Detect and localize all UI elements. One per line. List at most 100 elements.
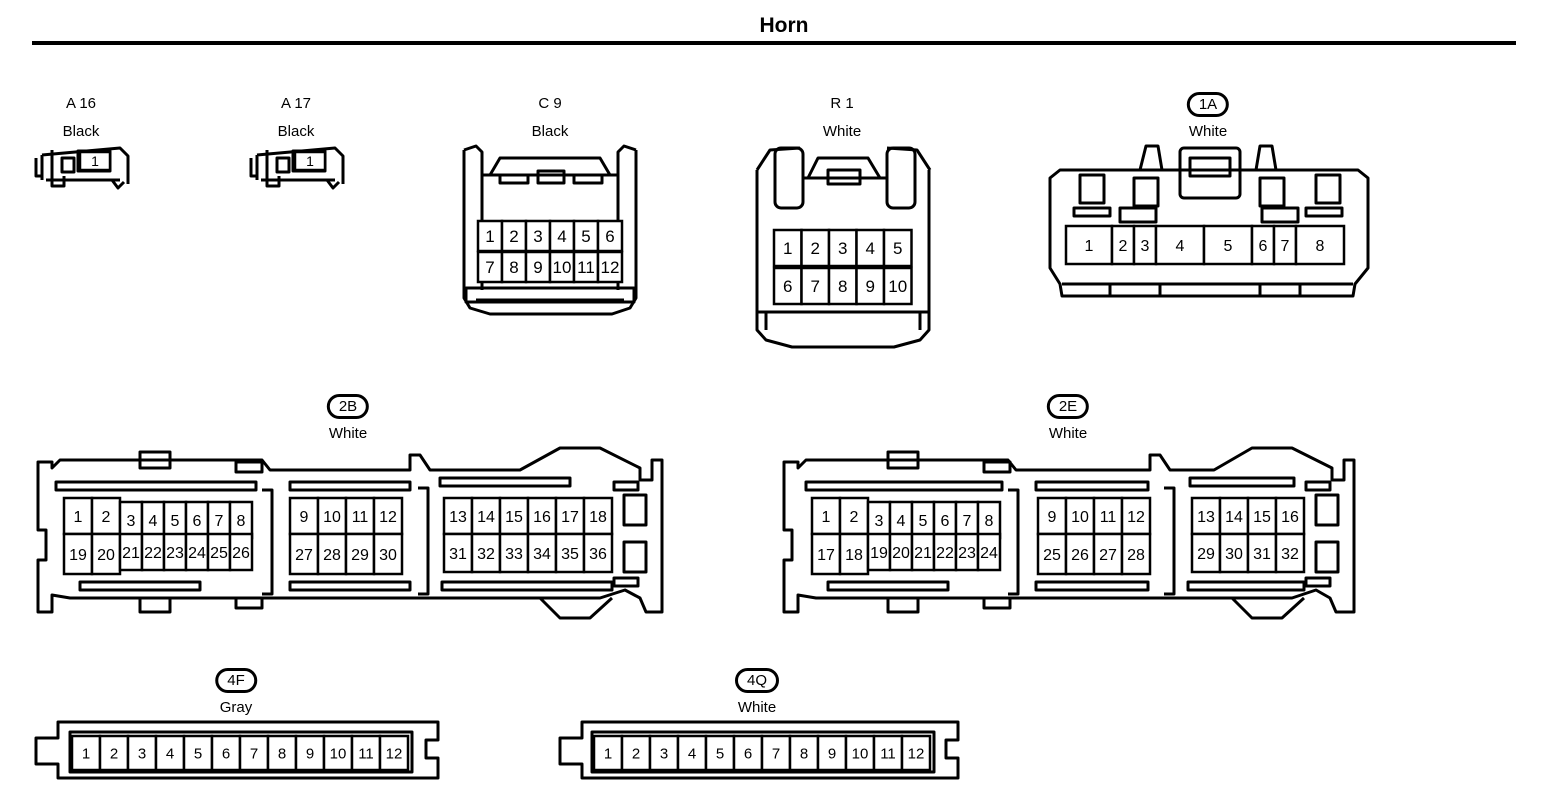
svg-text:14: 14 <box>1225 509 1243 526</box>
svg-text:5: 5 <box>893 239 902 258</box>
svg-text:20: 20 <box>892 545 910 562</box>
pin-j2b-10: 10 <box>316 496 348 536</box>
svg-text:8: 8 <box>838 277 847 296</box>
pin-j2b-26: 26 <box>228 532 254 572</box>
svg-text:4: 4 <box>166 745 174 762</box>
diagram-title: Horn <box>759 14 809 37</box>
svg-text:22: 22 <box>936 545 954 562</box>
svg-text:1: 1 <box>91 153 99 169</box>
pin-r1-9: 9 <box>855 266 886 306</box>
svg-text:16: 16 <box>533 509 551 526</box>
pin-j2e-19: 19 <box>866 532 892 572</box>
svg-text:13: 13 <box>1197 509 1215 526</box>
svg-text:22: 22 <box>144 545 162 562</box>
pin-j2b-2: 2 <box>90 496 122 536</box>
connector-2e-code: 2E <box>1046 394 1090 419</box>
pin-j2e-12: 12 <box>1120 496 1152 536</box>
svg-text:4: 4 <box>688 745 696 762</box>
svg-text:3: 3 <box>875 513 884 530</box>
pin-j4f-4: 4 <box>154 734 186 772</box>
pin-j2b-33: 33 <box>498 532 530 574</box>
pin-j2b-13: 13 <box>442 496 474 536</box>
svg-text:9: 9 <box>300 509 309 526</box>
pin-j1a-5: 5 <box>1202 224 1254 266</box>
pin-j2b-12: 12 <box>372 496 404 536</box>
pin-j2b-20: 20 <box>90 532 122 576</box>
svg-text:2: 2 <box>850 509 859 526</box>
svg-text:13: 13 <box>449 509 467 526</box>
svg-text:6: 6 <box>193 513 202 530</box>
pin-j2e-4: 4 <box>888 500 914 540</box>
pin-j1a-2: 2 <box>1110 224 1136 266</box>
svg-text:1: 1 <box>306 153 314 169</box>
pin-r1-7: 7 <box>800 266 831 306</box>
pin-j2b-32: 32 <box>470 532 502 574</box>
svg-text:24: 24 <box>188 545 206 562</box>
svg-text:6: 6 <box>744 745 752 762</box>
pin-j2e-3: 3 <box>866 500 892 540</box>
svg-text:5: 5 <box>581 227 590 246</box>
svg-text:29: 29 <box>351 547 369 564</box>
svg-text:21: 21 <box>914 545 932 562</box>
pin-j4q-1: 1 <box>592 734 624 772</box>
pin-j4f-12: 12 <box>378 734 410 772</box>
pin-j4q-10: 10 <box>844 734 876 772</box>
pin-j2e-29: 29 <box>1190 532 1222 574</box>
svg-text:29: 29 <box>1197 546 1215 563</box>
svg-text:2: 2 <box>1119 238 1128 255</box>
connector-1a-code: 1A <box>1186 92 1230 117</box>
pin-j2b-16: 16 <box>526 496 558 536</box>
svg-text:9: 9 <box>866 277 875 296</box>
pin-j4f-2: 2 <box>98 734 130 772</box>
pin-j2b-7: 7 <box>206 500 232 540</box>
svg-text:27: 27 <box>295 547 313 564</box>
svg-text:2: 2 <box>811 239 820 258</box>
svg-text:10: 10 <box>888 277 907 296</box>
svg-text:30: 30 <box>379 547 397 564</box>
connector-2b-body <box>36 446 664 620</box>
pin-j2b-8: 8 <box>228 500 254 540</box>
pin-j2e-14: 14 <box>1218 496 1250 536</box>
svg-text:12: 12 <box>601 258 620 277</box>
svg-text:2: 2 <box>509 227 518 246</box>
pin-j4q-2: 2 <box>620 734 652 772</box>
pin-j2e-18: 18 <box>838 532 870 576</box>
svg-text:3: 3 <box>660 745 668 762</box>
pin-j1a-6: 6 <box>1250 224 1276 266</box>
pin-r1-2: 2 <box>800 228 831 268</box>
svg-text:6: 6 <box>783 277 792 296</box>
pin-j2e-17: 17 <box>810 532 842 576</box>
svg-text:4: 4 <box>557 227 566 246</box>
pin-j4f-11: 11 <box>350 734 382 772</box>
svg-text:2: 2 <box>110 745 118 762</box>
pin-c9-5: 5 <box>572 219 600 253</box>
svg-text:34: 34 <box>533 546 551 563</box>
svg-text:12: 12 <box>386 745 403 762</box>
pin-j4q-7: 7 <box>760 734 792 772</box>
pin-j2e-23: 23 <box>954 532 980 572</box>
pin-j2b-15: 15 <box>498 496 530 536</box>
svg-text:7: 7 <box>250 745 258 762</box>
svg-text:4: 4 <box>1176 238 1185 255</box>
pin-a17-1: 1 <box>293 150 327 172</box>
svg-text:8: 8 <box>237 513 246 530</box>
svg-text:5: 5 <box>194 745 202 762</box>
pin-j2b-29: 29 <box>344 532 376 576</box>
connector-a16-color: Black <box>62 123 100 140</box>
pin-j2e-5: 5 <box>910 500 936 540</box>
pin-j4q-5: 5 <box>704 734 736 772</box>
svg-text:23: 23 <box>958 545 976 562</box>
pin-r1-3: 3 <box>827 228 858 268</box>
pin-j2e-6: 6 <box>932 500 958 540</box>
svg-text:3: 3 <box>138 745 146 762</box>
pin-c9-8: 8 <box>500 250 528 284</box>
svg-text:8: 8 <box>509 258 518 277</box>
connector-4f-color: Gray <box>219 699 253 716</box>
connector-4f-code: 4F <box>215 668 257 693</box>
svg-text:1: 1 <box>1085 238 1094 255</box>
pin-j4f-9: 9 <box>294 734 326 772</box>
pin-j2e-10: 10 <box>1064 496 1096 536</box>
svg-text:35: 35 <box>561 546 579 563</box>
svg-text:5: 5 <box>1224 238 1233 255</box>
